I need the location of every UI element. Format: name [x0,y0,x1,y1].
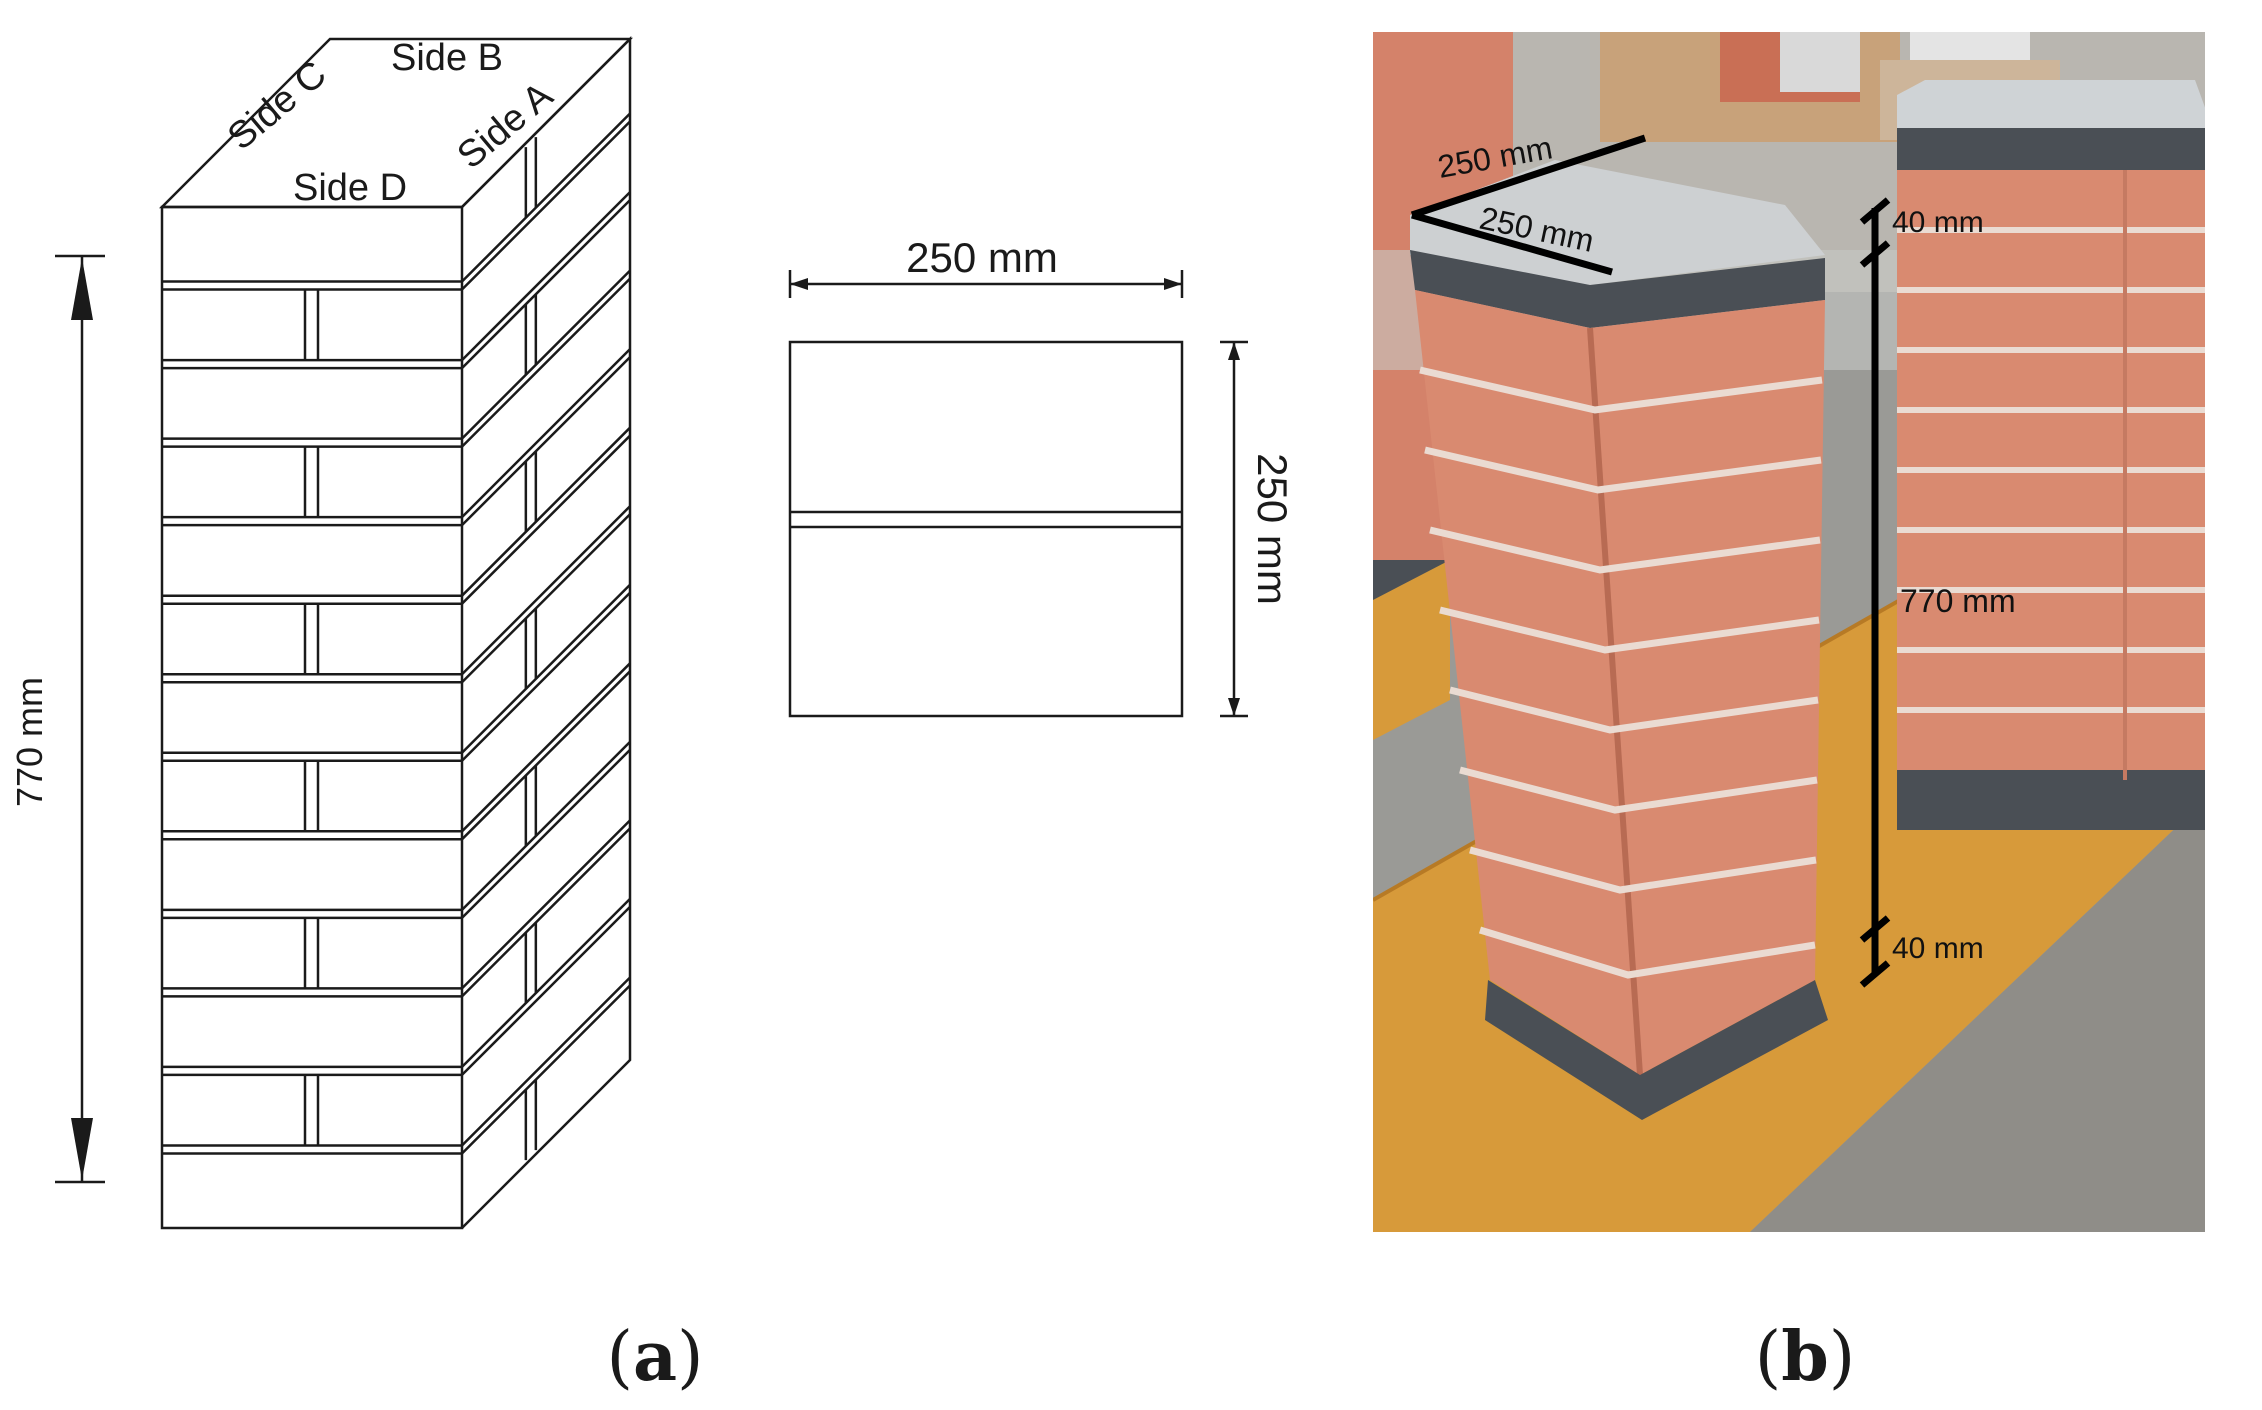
pillar-isometric-drawing [158,35,634,1230]
course-joint-side [461,199,631,369]
course-joint-side [461,748,631,919]
course-joint-side [461,434,631,605]
course-joint-side [461,112,631,283]
course-joint-side [461,898,631,1068]
course-joint-side [461,827,631,998]
panel-b-caption: (b) [1755,1317,1856,1397]
width-dimension [788,270,1184,298]
arrow-down-icon [71,1118,93,1180]
depth-dimension-label: 250 mm [1249,453,1296,605]
arrow-up-icon [71,258,93,320]
width-dimension-label: 250 mm [906,234,1058,281]
photo-height-dim: 770 mm [1900,583,2016,619]
course-joint-side [461,740,631,911]
height-dimension [55,254,105,1184]
caption-b-letter: b [1781,1317,1829,1397]
course-joint-side [461,591,631,762]
course-joint-side [461,426,631,597]
side-d-label: Side D [293,167,407,209]
photo-cap-bottom-dim: 40 mm [1892,932,1984,965]
side-c-label: Side C [220,53,334,158]
top-dimension-line-2 [1411,211,1613,276]
caption-a-close: ) [677,1318,704,1397]
caption-b-open: ( [1755,1318,1782,1397]
course-joint-side [461,277,631,448]
specimen-photo: 250 mm 250 mm 40 mm 770 mm 40 mm [1373,32,2205,1232]
front-pillar [1410,160,1828,1120]
photo-cap-top-dim: 40 mm [1892,206,1984,239]
course-joint-side [461,356,631,527]
course-joint-side [461,191,631,361]
panel-b-photo: 250 mm 250 mm 40 mm 770 mm 40 mm (b) [1373,32,2205,1397]
course-joint-side [461,670,631,841]
panel-a-caption: (a) [606,1317,703,1397]
top-dimension-line-1 [1410,134,1647,219]
course-joint-side [461,120,631,291]
course-joint-side [461,906,631,1076]
plan-view [788,340,1184,718]
course-joint-side [461,269,631,440]
course-joint-side [461,976,631,1147]
photo-annotations [1410,134,1891,988]
caption-a-open: ( [606,1318,633,1397]
caption-b-close: ) [1829,1318,1856,1397]
pillar-side-face [461,35,632,1229]
panel-a-drawing: Side C Side B Side A Side D 770 mm 250 m… [9,35,1296,1397]
right-pillar [1897,80,2205,830]
course-joint-side [461,505,631,676]
depth-dimension [1220,340,1248,718]
caption-a-letter: a [633,1317,677,1397]
course-joint-side [461,513,631,684]
course-joint-side [461,583,631,754]
course-joint-side [461,348,631,519]
pillar-front-face [160,205,464,1230]
course-joint-side [461,984,631,1155]
course-joint-side [461,819,631,990]
course-joint-side [461,662,631,833]
side-b-label: Side B [391,37,503,79]
height-dimension-label: 770 mm [9,677,50,807]
